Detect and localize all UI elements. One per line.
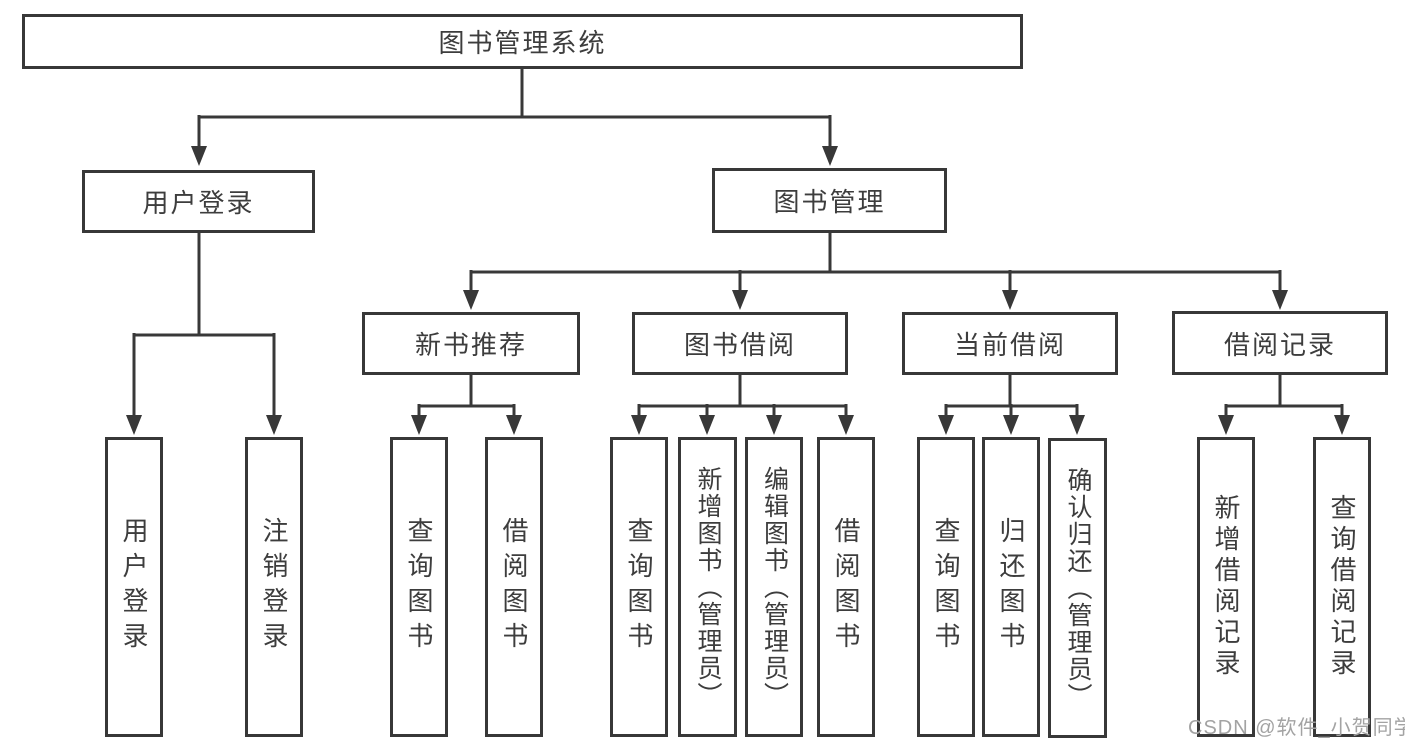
leaf-borrowing-edit-books-admin-label: 编辑图书（管理员） bbox=[760, 465, 789, 709]
node-user-login-label: 用户登录 bbox=[142, 188, 255, 218]
leaf-records-add-record: 新增借阅记录 bbox=[1197, 437, 1255, 737]
node-library-system-label: 图书管理系统 bbox=[438, 28, 607, 58]
node-new-book-recommend-label: 新书推荐 bbox=[414, 330, 527, 360]
node-library-system: 图书管理系统 bbox=[22, 14, 1023, 69]
leaf-current-return-books-label: 归还图书 bbox=[996, 517, 1026, 657]
leaf-current-confirm-return-admin-label: 确认归还（管理员） bbox=[1064, 466, 1092, 710]
leaf-borrowing-borrow-books: 借阅图书 bbox=[817, 437, 875, 737]
connector-new-book-recommend-to-children bbox=[411, 375, 522, 435]
node-new-book-recommend: 新书推荐 bbox=[362, 312, 580, 375]
leaf-current-query-books: 查询图书 bbox=[917, 437, 975, 737]
leaf-user-login-label: 用户登录 bbox=[119, 517, 149, 657]
node-current-borrowing-label: 当前借阅 bbox=[953, 330, 1066, 360]
leaf-logout: 注销登录 bbox=[245, 437, 303, 737]
leaf-newrec-query-books-label: 查询图书 bbox=[404, 517, 434, 657]
connector-user-login-to-children bbox=[126, 233, 282, 435]
connector-book-management-to-level3 bbox=[463, 233, 1288, 310]
node-borrowing-records-label: 借阅记录 bbox=[1223, 329, 1336, 360]
leaf-borrowing-add-books-admin-label: 新增图书（管理员） bbox=[694, 465, 722, 709]
leaf-current-query-books-label: 查询图书 bbox=[931, 517, 961, 657]
node-book-management-label: 图书管理 bbox=[773, 187, 886, 217]
connector-book-borrowing-to-children bbox=[631, 375, 854, 435]
leaf-newrec-borrow-books-label: 借阅图书 bbox=[499, 517, 529, 657]
node-book-borrowing: 图书借阅 bbox=[632, 312, 848, 375]
leaf-records-query-record: 查询借阅记录 bbox=[1313, 437, 1371, 737]
connector-borrowing-records-to-children bbox=[1218, 375, 1350, 435]
node-book-management: 图书管理 bbox=[712, 168, 947, 233]
node-current-borrowing: 当前借阅 bbox=[902, 312, 1118, 375]
leaf-newrec-borrow-books: 借阅图书 bbox=[485, 437, 543, 737]
leaf-records-query-record-label: 查询借阅记录 bbox=[1327, 494, 1357, 680]
node-borrowing-records: 借阅记录 bbox=[1172, 311, 1388, 375]
leaf-current-confirm-return-admin: 确认归还（管理员） bbox=[1048, 438, 1107, 738]
leaf-borrowing-query-books-label: 查询图书 bbox=[624, 517, 654, 657]
connector-root-to-level2 bbox=[191, 69, 838, 166]
leaf-borrowing-add-books-admin: 新增图书（管理员） bbox=[678, 437, 737, 737]
node-user-login: 用户登录 bbox=[82, 170, 315, 233]
node-book-borrowing-label: 图书借阅 bbox=[683, 330, 796, 360]
connector-current-borrowing-to-children bbox=[938, 375, 1085, 435]
leaf-records-add-record-label: 新增借阅记录 bbox=[1211, 494, 1241, 680]
leaf-borrowing-borrow-books-label: 借阅图书 bbox=[831, 517, 861, 657]
leaf-borrowing-query-books: 查询图书 bbox=[610, 437, 668, 737]
leaf-borrowing-edit-books-admin: 编辑图书（管理员） bbox=[745, 437, 803, 737]
leaf-user-login: 用户登录 bbox=[105, 437, 163, 737]
watermark-text: CSDN @软件_小贺同学 bbox=[1188, 717, 1405, 739]
leaf-logout-label: 注销登录 bbox=[259, 517, 289, 657]
leaf-current-return-books: 归还图书 bbox=[982, 437, 1040, 737]
leaf-newrec-query-books: 查询图书 bbox=[390, 437, 448, 737]
